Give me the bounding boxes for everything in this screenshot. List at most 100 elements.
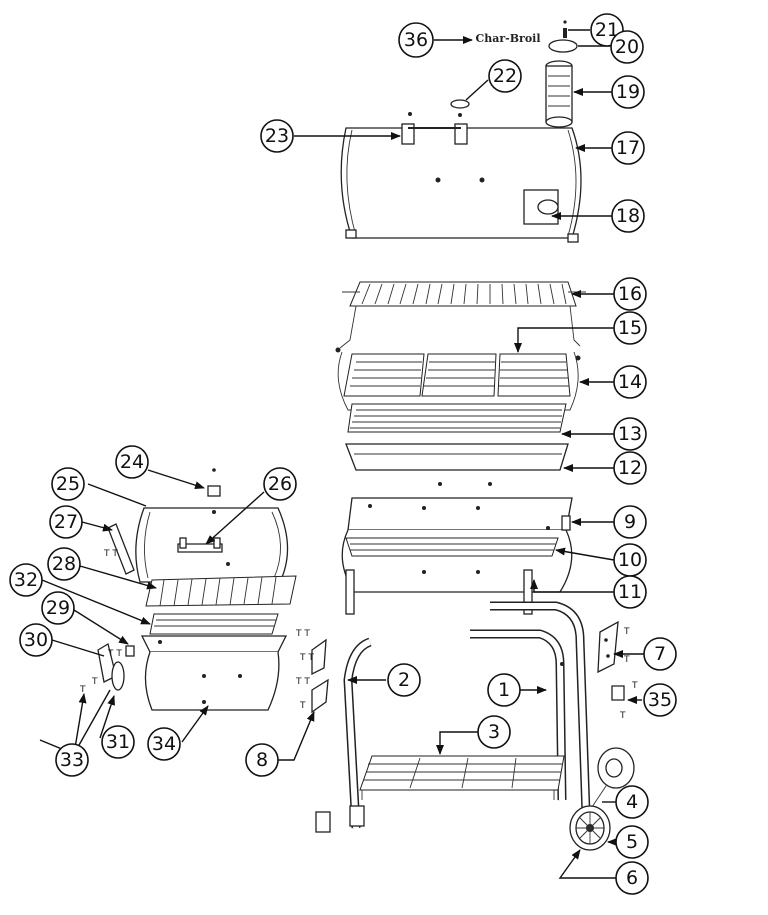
callout-17: 17 — [611, 131, 645, 165]
svg-text:24: 24 — [120, 451, 144, 473]
right-bracket-hardware-part: T T T T — [597, 620, 638, 721]
callout-33: 33 — [55, 743, 89, 777]
callout-26: 26 — [263, 467, 297, 501]
callout-7: 7 — [643, 637, 677, 671]
svg-text:7: 7 — [654, 643, 666, 665]
svg-text:23: 23 — [265, 125, 289, 147]
fire-grate-part — [345, 537, 559, 557]
callout-13: 13 — [613, 417, 647, 451]
warming-rack-part — [339, 281, 586, 349]
svg-text:T: T — [623, 627, 630, 637]
chimney-part — [545, 60, 573, 128]
callout-16: 16 — [613, 277, 647, 311]
side-damper-part: T T T T — [79, 642, 135, 695]
callout-2: 2 — [387, 663, 421, 697]
svg-text:T: T — [631, 681, 638, 691]
svg-text:30: 30 — [24, 629, 48, 651]
svg-text:25: 25 — [56, 473, 80, 495]
svg-text:9: 9 — [624, 511, 636, 533]
svg-text:8: 8 — [256, 749, 268, 771]
svg-text:1: 1 — [498, 679, 510, 701]
svg-text:35: 35 — [648, 689, 672, 711]
callout-1: 1 — [487, 673, 521, 707]
svg-text:19: 19 — [616, 81, 640, 103]
svg-text:4: 4 — [626, 791, 638, 813]
callout-25: 25 — [51, 467, 85, 501]
svg-text:T T: T T — [295, 677, 310, 687]
callout-15: 15 — [613, 311, 647, 345]
chimney-washer-part — [548, 39, 578, 53]
callout-14: 14 — [613, 365, 647, 399]
svg-text:T T: T T — [103, 549, 118, 559]
callout-3: 3 — [477, 715, 511, 749]
svg-text:18: 18 — [616, 205, 640, 227]
chimney-cap-screw-part — [563, 20, 567, 38]
callout-28: 28 — [47, 547, 81, 581]
callout-12: 12 — [613, 451, 647, 485]
wheel-part — [569, 805, 611, 851]
svg-text:33: 33 — [60, 749, 84, 771]
charcoal-grate-part — [347, 403, 567, 433]
logo-plate-part: Char-Broil — [475, 32, 540, 45]
svg-text:3: 3 — [488, 721, 500, 743]
svg-text:28: 28 — [52, 553, 76, 575]
svg-text:14: 14 — [618, 371, 642, 393]
callout-36: 36 — [398, 22, 434, 58]
callout-20: 20 — [610, 30, 644, 64]
svg-text:20: 20 — [615, 36, 639, 58]
svg-text:T: T — [619, 711, 626, 721]
svg-text:13: 13 — [618, 423, 642, 445]
callout-6: 6 — [615, 861, 649, 895]
svg-text:T: T — [623, 655, 630, 665]
svg-text:T T: T T — [107, 649, 122, 659]
svg-text:5: 5 — [626, 831, 638, 853]
leg-bracket-part — [345, 569, 533, 615]
callout-27: 27 — [49, 505, 83, 539]
svg-text:11: 11 — [618, 581, 642, 603]
svg-text:26: 26 — [268, 473, 292, 495]
callout-32: 32 — [9, 563, 43, 597]
side-firebox-body-part — [140, 635, 288, 711]
callout-31: 31 — [101, 725, 135, 759]
callout-24: 24 — [115, 445, 149, 479]
side-charcoal-grate-part — [149, 613, 279, 635]
svg-text:T: T — [79, 685, 86, 695]
svg-text:T: T — [299, 701, 306, 711]
svg-text:6: 6 — [626, 867, 638, 889]
callout-9: 9 — [613, 505, 647, 539]
callout-34: 34 — [147, 727, 181, 761]
svg-text:T: T — [91, 677, 98, 687]
svg-text:31: 31 — [106, 731, 130, 753]
callout-19: 19 — [611, 75, 645, 109]
cart-frame-part — [315, 601, 591, 833]
side-bracket-hardware-part: T T T T T T T — [295, 629, 329, 714]
svg-text:12: 12 — [618, 457, 642, 479]
svg-text:16: 16 — [618, 283, 642, 305]
callout-4: 4 — [615, 785, 649, 819]
svg-text:15: 15 — [618, 317, 642, 339]
svg-text:10: 10 — [618, 549, 642, 571]
svg-text:36: 36 — [404, 29, 428, 51]
callout-5: 5 — [615, 825, 649, 859]
lid-knob-part — [450, 99, 470, 117]
svg-text:2: 2 — [398, 669, 410, 691]
bottom-shelf-part — [359, 755, 565, 800]
side-cooking-grate-part — [145, 575, 297, 607]
svg-text:34: 34 — [152, 733, 176, 755]
logo-text: Char-Broil — [475, 32, 540, 45]
cooking-grates-part — [343, 353, 571, 397]
callout-30: 30 — [19, 623, 53, 657]
callout-8: 8 — [245, 743, 279, 777]
side-handle-part: T T — [103, 523, 135, 575]
svg-text:T T: T T — [295, 629, 310, 639]
callout-18: 18 — [611, 199, 645, 233]
callout-10: 10 — [613, 543, 647, 577]
wheel-axle-part — [589, 747, 635, 811]
svg-text:21: 21 — [595, 19, 619, 41]
svg-text:32: 32 — [14, 569, 38, 591]
callout-35: 35 — [643, 683, 677, 717]
ash-tray-part — [345, 443, 569, 486]
callout-29: 29 — [41, 591, 75, 625]
svg-text:T T: T T — [299, 653, 314, 663]
